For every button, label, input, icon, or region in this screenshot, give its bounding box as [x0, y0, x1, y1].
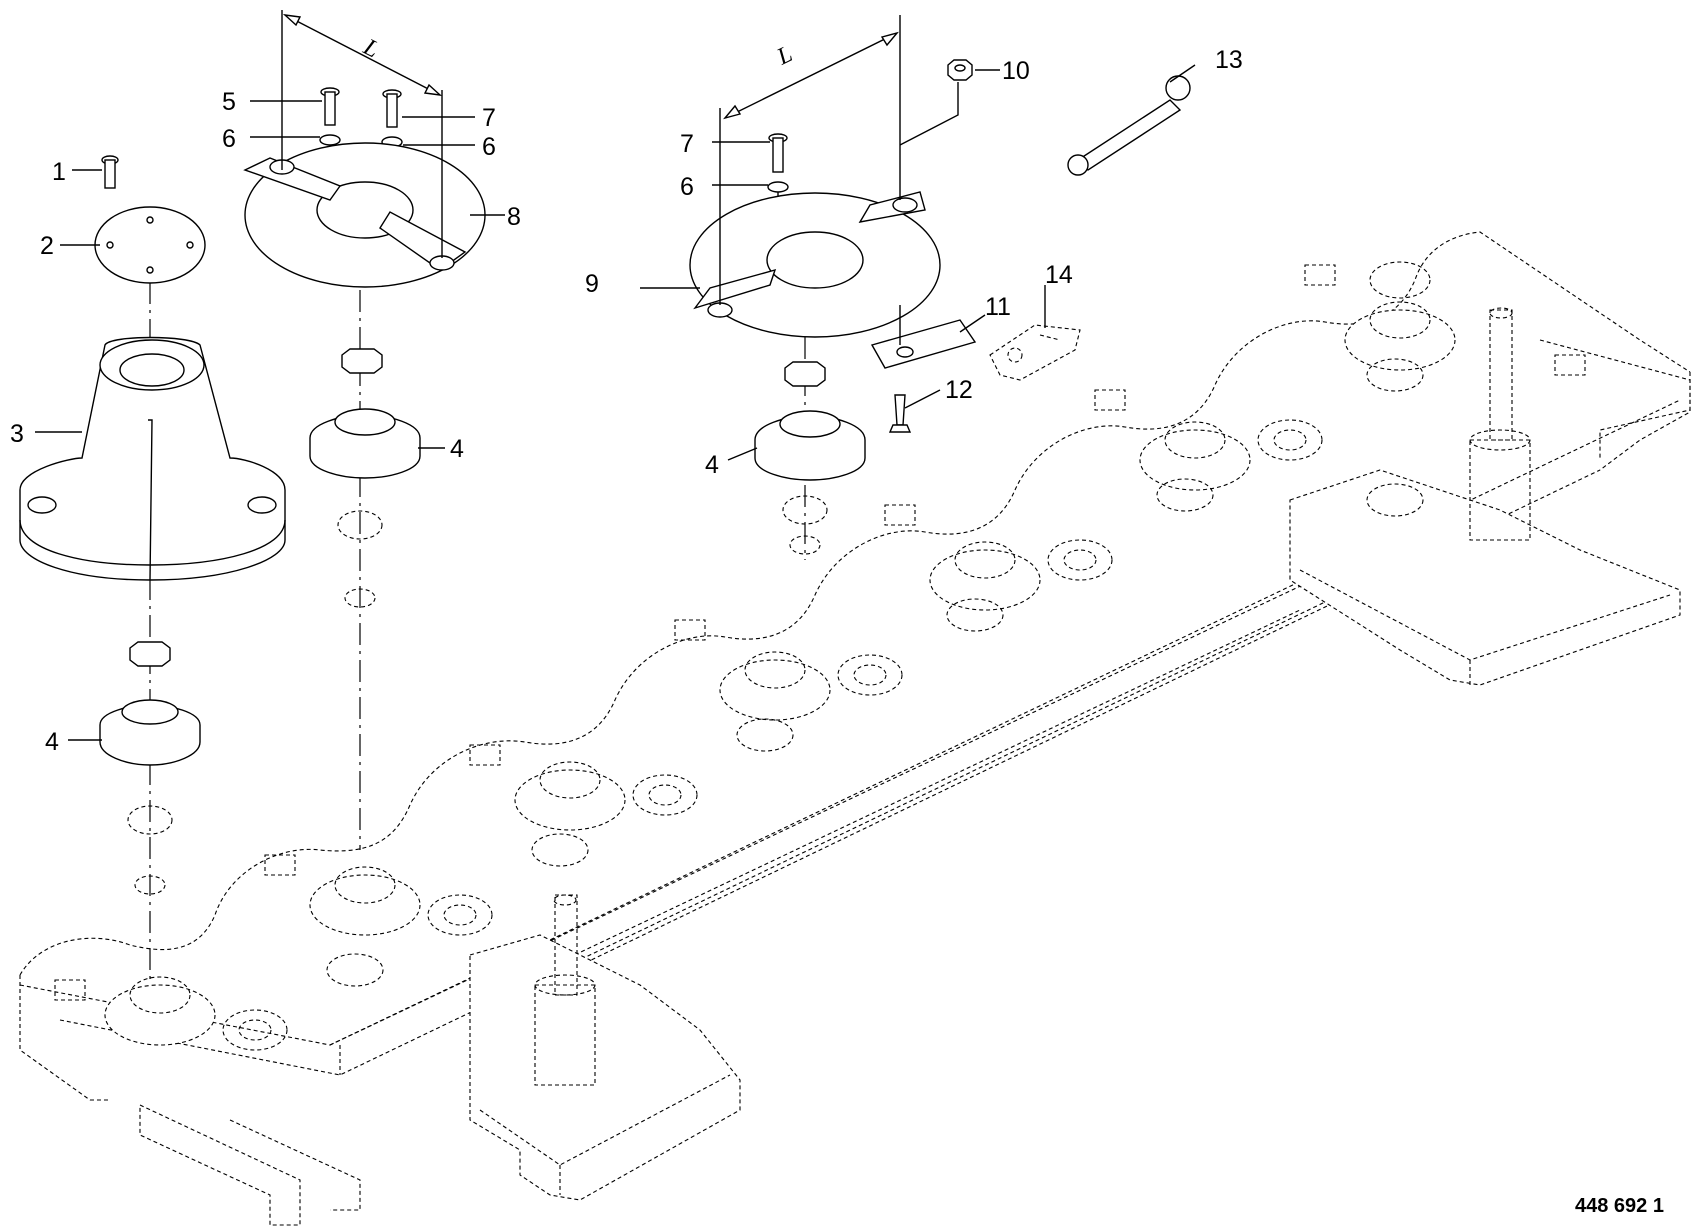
callout-14: 14: [1045, 261, 1073, 289]
callout-8: 8: [507, 203, 521, 231]
callout-13: 13: [1215, 46, 1243, 74]
callout-4-left: 4: [45, 728, 59, 756]
callout-4-right: 4: [705, 451, 719, 479]
dimension-label-left: L: [358, 34, 383, 64]
second-stack: [243, 10, 486, 850]
callout-4-middle: 4: [450, 435, 464, 463]
small-parts: [870, 59, 1191, 433]
callout-9: 9: [585, 270, 599, 298]
disc-mounts: [54, 261, 1586, 1051]
drawing-number: 448 692 1: [1575, 1195, 1664, 1217]
dimension-labels: L L: [358, 34, 796, 71]
cutter-bar: [19, 231, 1691, 1226]
callout-2: 2: [40, 232, 54, 260]
callout-6-right: 6: [680, 173, 694, 201]
callout-10: 10: [1002, 57, 1030, 85]
callout-3: 3: [10, 420, 24, 448]
callout-7-middle: 7: [482, 104, 496, 132]
callout-12: 12: [945, 376, 973, 404]
third-stack: [689, 15, 941, 560]
callout-5: 5: [222, 88, 236, 116]
callout-7-right: 7: [680, 130, 694, 158]
callout-6-middle: 6: [482, 133, 496, 161]
left-stack: [19, 155, 286, 980]
callout-1: 1: [52, 158, 66, 186]
callout-labels: 1 2 3 4 4 4 5 6 6 6 7 7 8 9 10 11 12 13 …: [10, 46, 1243, 756]
callout-6-left: 6: [222, 125, 236, 153]
dimension-label-right: L: [772, 41, 796, 71]
callout-11: 11: [985, 293, 1011, 321]
leader-lines: [35, 64, 1196, 741]
